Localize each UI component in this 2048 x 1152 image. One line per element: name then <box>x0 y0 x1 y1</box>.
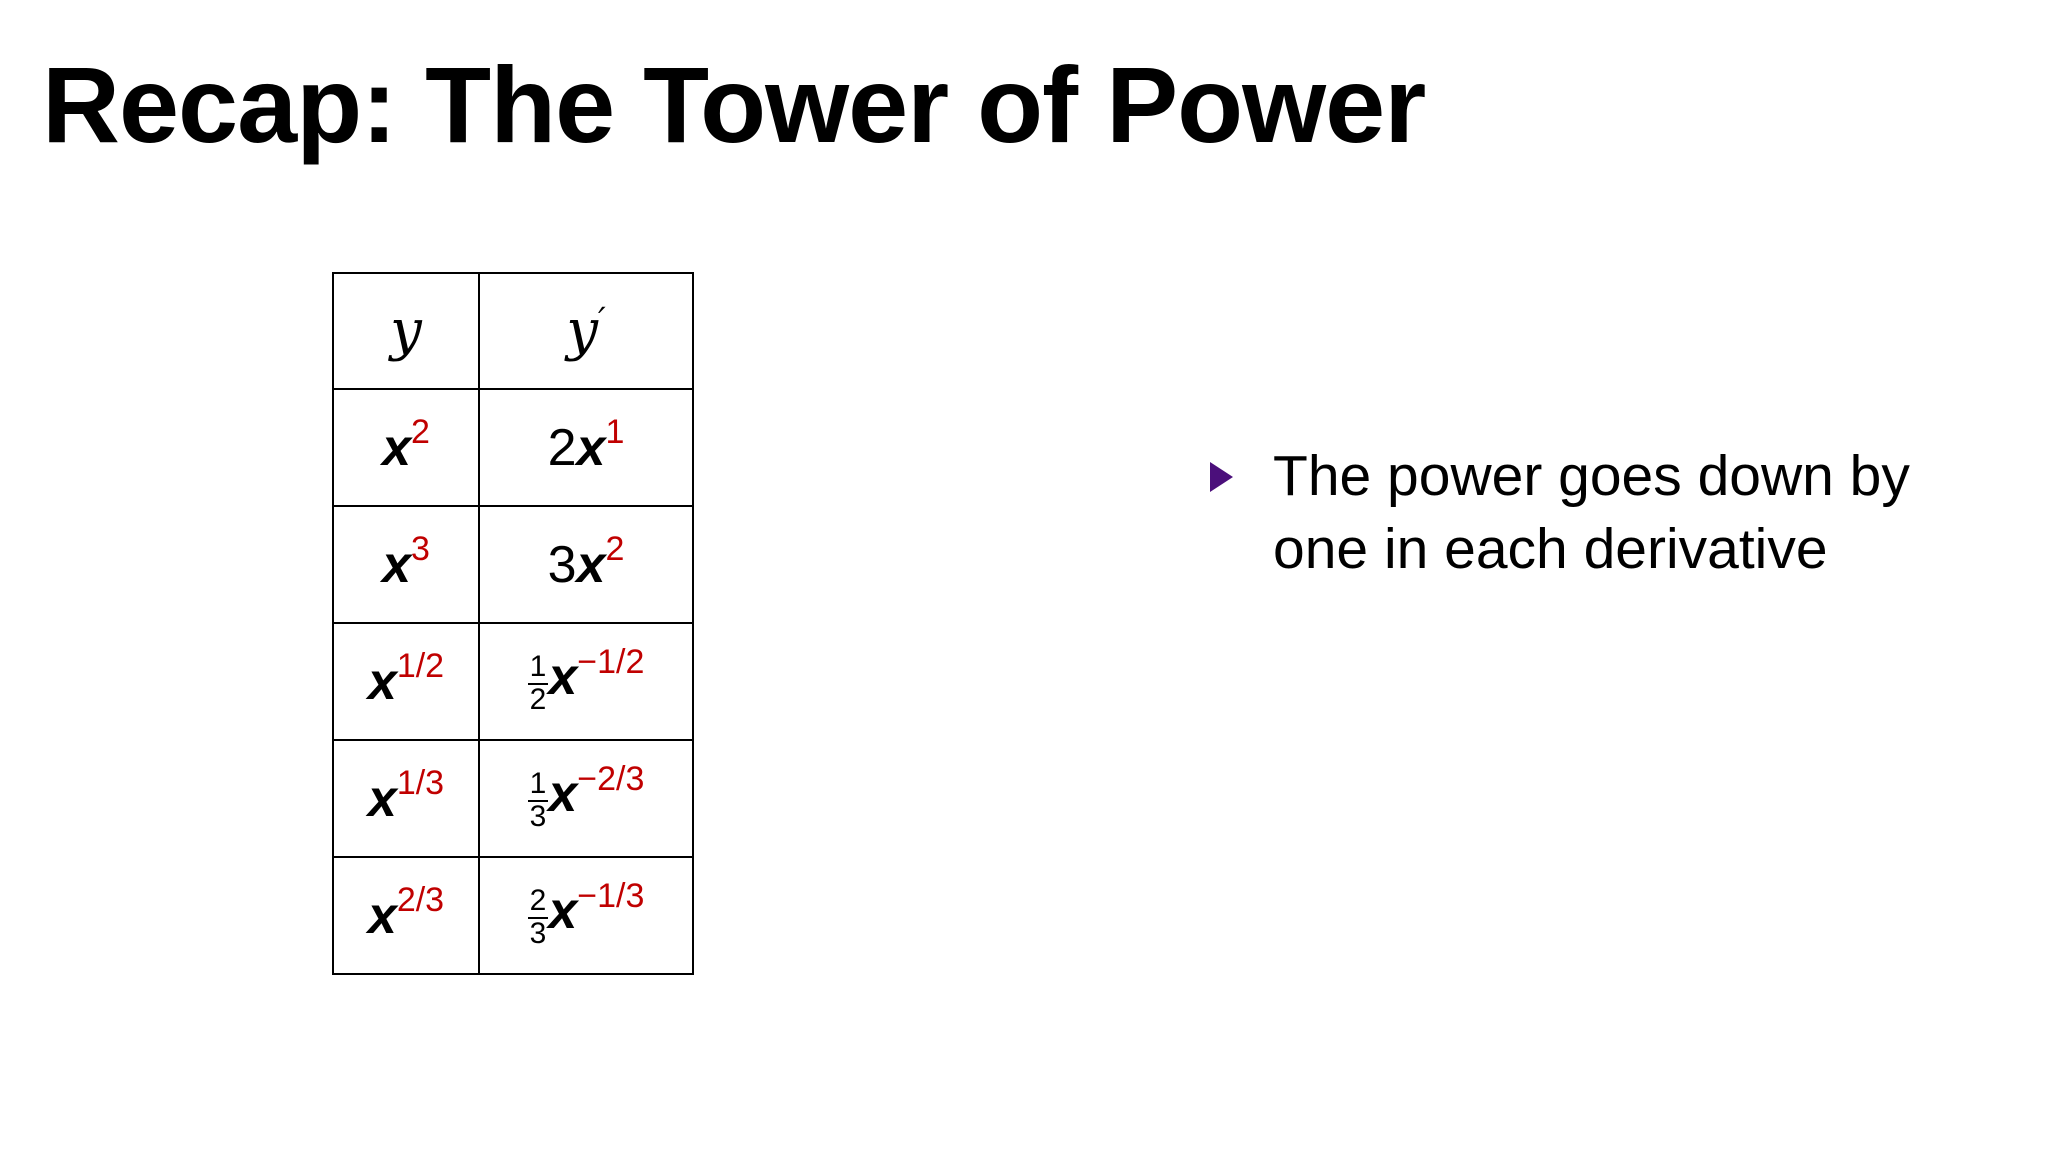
exponent: 1/3 <box>396 764 445 803</box>
base-x: x <box>576 535 606 594</box>
cell-yprime-1: 2x1 <box>478 388 694 507</box>
table-header-row: y y′ <box>332 272 694 390</box>
exponent: 3 <box>411 530 430 569</box>
exponent: −1/2 <box>577 642 645 681</box>
base-x: x <box>382 418 411 477</box>
coefficient: 2 <box>547 418 577 477</box>
fraction-numerator: 2 <box>529 883 547 917</box>
coefficient: 3 <box>547 535 577 594</box>
bullet-list: The power goes down by one in each deriv… <box>1210 440 1970 586</box>
cell-y-1: x2 <box>332 388 480 507</box>
fraction-numerator: 1 <box>529 649 547 683</box>
base-x: x <box>576 418 606 477</box>
base-x: x <box>367 886 397 945</box>
exponent: −1/3 <box>577 876 645 915</box>
exponent: 2/3 <box>396 881 445 920</box>
base-x: x <box>548 648 578 706</box>
header-y-label: y <box>390 298 422 363</box>
table-row: x3 3x2 <box>332 505 694 624</box>
header-yprime-label: y′ <box>566 303 605 359</box>
base-x: x <box>382 535 411 594</box>
fraction-denominator: 3 <box>527 916 549 950</box>
base-x: x <box>367 652 397 711</box>
base-x: x <box>548 882 578 940</box>
table-row: x2 2x1 <box>332 388 694 507</box>
fraction-denominator: 2 <box>527 682 549 716</box>
exponent: 1 <box>605 413 625 452</box>
exponent: 2 <box>605 530 625 569</box>
derivative-table: y y′ x2 2x1 x3 3x2 <box>332 272 694 975</box>
header-yprime-base: y <box>566 298 598 363</box>
base-x: x <box>548 765 578 823</box>
fraction-numerator: 1 <box>529 766 547 800</box>
cell-yprime-2: 3x2 <box>478 505 694 624</box>
base-x: x <box>367 769 397 828</box>
exponent: 1/2 <box>396 647 445 686</box>
table-header-yprime: y′ <box>478 272 694 390</box>
table-header-y: y <box>332 272 480 390</box>
cell-y-4: x1/3 <box>332 739 480 858</box>
triangle-bullet-icon <box>1210 462 1233 492</box>
bullet-item-text: The power goes down by one in each deriv… <box>1273 444 1910 581</box>
page-title: Recap: The Tower of Power <box>42 44 1426 165</box>
exponent: 2 <box>411 413 430 452</box>
fraction-denominator: 3 <box>527 799 549 833</box>
cell-y-3: x1/2 <box>332 622 480 741</box>
cell-y-5: x2/3 <box>332 856 480 975</box>
prime-icon: ′ <box>597 300 606 341</box>
cell-y-2: x3 <box>332 505 480 624</box>
exponent: −2/3 <box>577 759 645 798</box>
